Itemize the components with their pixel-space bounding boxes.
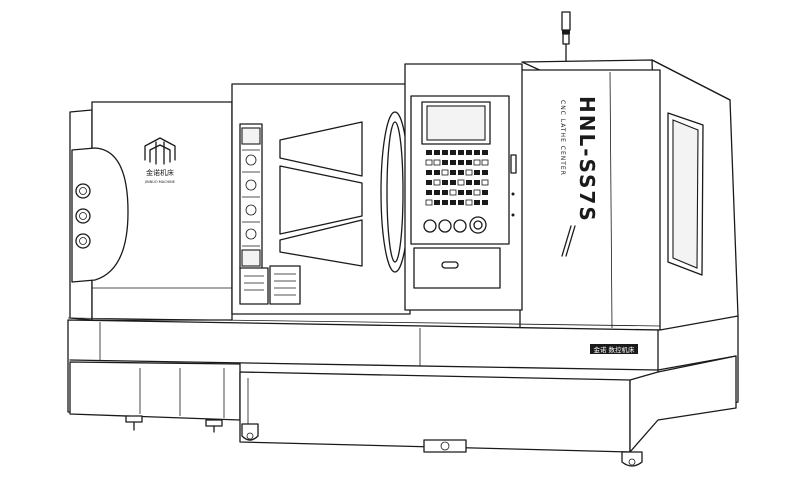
base-plate-text: 金诺 数控机床 xyxy=(593,345,635,354)
door-windows xyxy=(279,121,363,267)
brand-en-text: JINNUO MACHINE xyxy=(144,180,175,184)
brand-cn-text: 金诺机床 xyxy=(146,168,174,177)
signal-tower xyxy=(561,11,571,65)
button-1-icon xyxy=(75,183,91,199)
dial-3-icon xyxy=(453,219,467,233)
button-3-icon xyxy=(75,233,91,249)
door-handle xyxy=(71,147,129,283)
door-oval-handle xyxy=(380,111,410,273)
brand-logo: 金诺机床 JINNUO MACHINE xyxy=(144,137,176,184)
machine-right-housing xyxy=(519,59,739,341)
control-panel xyxy=(404,63,523,311)
dial-2-icon xyxy=(438,219,452,233)
series-label: CNC LATHE CENTER xyxy=(559,100,566,176)
machine-feet xyxy=(125,415,643,467)
keypad xyxy=(425,150,489,206)
model-label: HNL-SS7S xyxy=(575,96,599,223)
dial-1-icon xyxy=(423,219,437,233)
warning-labels xyxy=(239,123,301,305)
button-2-icon xyxy=(75,208,91,224)
model-text: HNL-SS7S xyxy=(575,96,599,223)
series-text: CNC LATHE CENTER xyxy=(559,100,566,176)
machine-lower-cabinet xyxy=(69,355,737,453)
